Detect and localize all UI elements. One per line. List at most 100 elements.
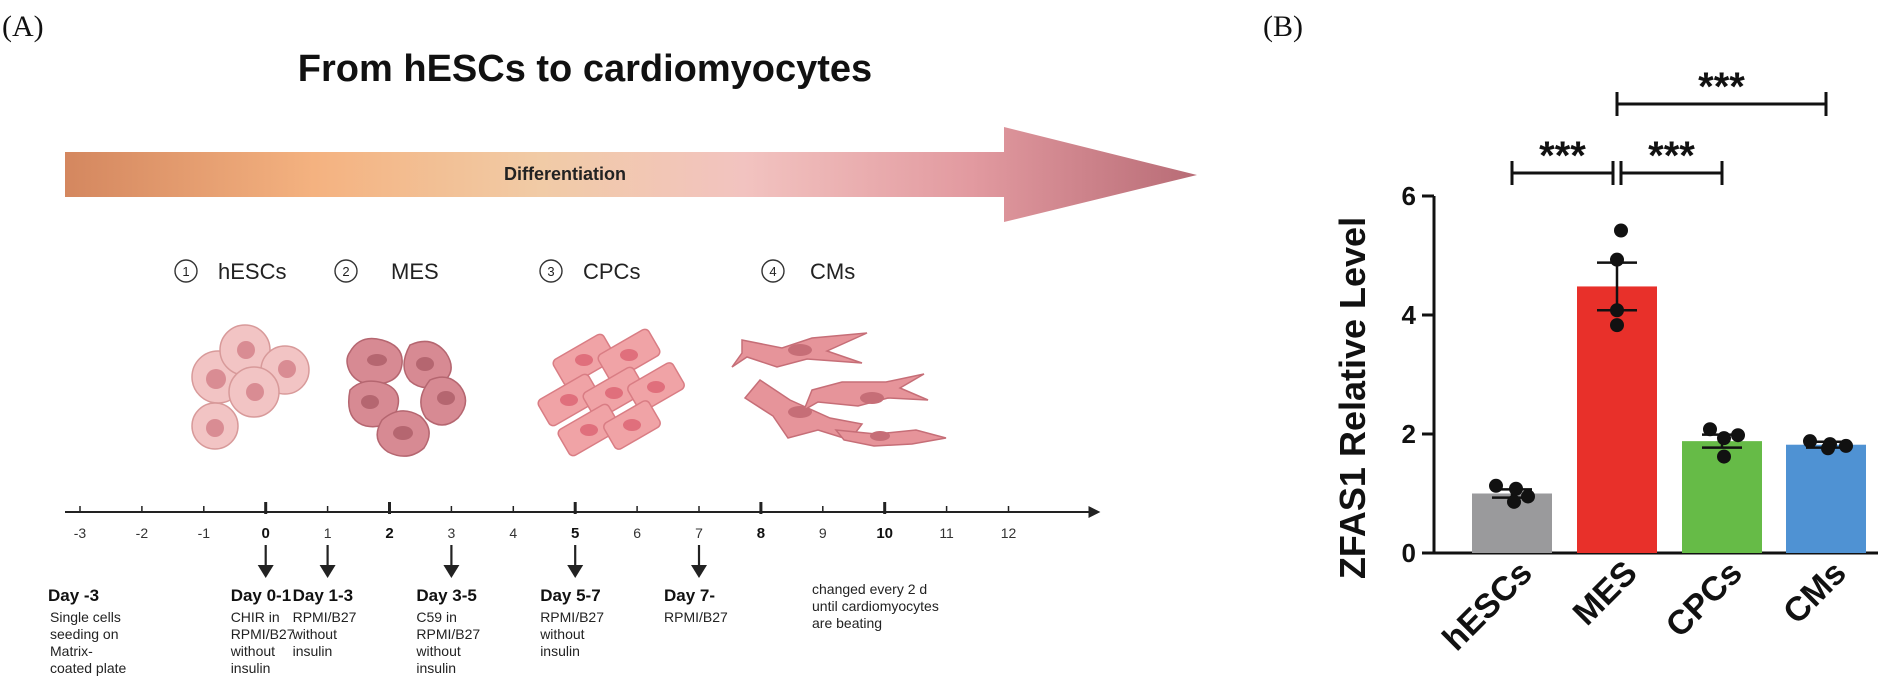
x-category-label: hESCs: [1435, 554, 1539, 658]
timeline-tick-label: -2: [136, 525, 149, 541]
stage-3: 3 CPCs: [539, 259, 640, 284]
protocol-detail: without: [230, 643, 275, 659]
data-point: [1703, 422, 1717, 437]
panel-a-title: From hESCs to cardiomyocytes: [298, 48, 872, 90]
timeline-tick-label: 7: [695, 525, 703, 541]
stage-4-circle: [761, 259, 785, 283]
differentiation-arrow: Differentiation: [65, 127, 1197, 222]
data-point: [1610, 252, 1624, 267]
stage-labels: 1 hESCs 2 MES 3 CPCs 4 CMs: [174, 259, 855, 284]
data-point: [1839, 438, 1853, 453]
protocol-day: Day 0-1: [231, 586, 291, 605]
protocol-detail: without: [539, 626, 584, 642]
protocol-detail: without: [292, 626, 337, 642]
timeline-tick-label: 5: [571, 525, 579, 542]
timeline-tick-label: 9: [819, 525, 827, 541]
significance-bracket: ***: [1619, 134, 1724, 185]
protocol-day: Day 3-5: [416, 586, 476, 605]
protocol-detail: insulin: [293, 643, 333, 659]
significance-label: ***: [1698, 65, 1745, 109]
protocol-arrow-head: [691, 565, 707, 578]
timeline-tick-label: 1: [324, 525, 332, 541]
timeline-tick-label: 10: [876, 525, 893, 542]
protocol-arrow-head: [567, 565, 584, 578]
stage-1-num: 1: [182, 264, 189, 279]
x-category-label: CMs: [1776, 554, 1854, 632]
data-point: [1821, 441, 1835, 456]
data-point: [1489, 478, 1503, 493]
y-tick-label: 2: [1402, 419, 1416, 449]
panel-a: (A) From hESCs to cardiomyocytes Differe…: [2, 10, 1197, 676]
stage-3-name: CPCs: [583, 259, 640, 284]
cm-cells-illustration: [731, 332, 947, 447]
protocol-detail: coated plate: [50, 660, 126, 676]
protocol-detail: CHIR in: [231, 609, 280, 625]
stage-2: 2 MES: [334, 259, 439, 284]
y-tick-label: 6: [1402, 181, 1416, 211]
data-point: [1614, 223, 1628, 238]
timeline-tick-label: 0: [262, 525, 270, 542]
protocol-day: Day 1-3: [293, 586, 353, 605]
stage-1-name: hESCs: [218, 259, 286, 284]
timeline-tick-label: 3: [448, 525, 456, 541]
data-point: [1717, 431, 1731, 446]
stage-4: 4 CMs: [761, 259, 855, 284]
differentiation-label: Differentiation: [504, 164, 626, 184]
protocol-day: Day -3: [48, 586, 99, 605]
data-point: [1521, 489, 1535, 504]
data-point: [1610, 318, 1624, 333]
stage-3-circle: [539, 259, 563, 283]
protocol-detail: C59 in: [416, 609, 456, 625]
timeline-tick-label: -3: [74, 525, 87, 541]
protocol-detail: RPMI/B27: [416, 626, 480, 642]
panel-b-label: (B): [1263, 10, 1303, 43]
differentiation-arrow-shape: [65, 127, 1197, 222]
data-point: [1507, 494, 1521, 509]
protocol-arrow-head: [319, 565, 336, 578]
protocol-detail: until cardiomyocytes: [812, 598, 939, 614]
stage-1-circle: [174, 259, 198, 283]
data-point: [1731, 428, 1745, 443]
timeline-tick-label: 6: [633, 525, 641, 541]
stage-4-name: CMs: [810, 259, 855, 284]
protocol-detail: RPMI/B27: [231, 626, 295, 642]
panel-a-label: (A): [2, 10, 44, 43]
protocol-detail: changed every 2 d: [812, 581, 927, 597]
protocol-detail: insulin: [231, 660, 271, 676]
timeline-tick-label: 2: [385, 525, 393, 542]
mes-cells-illustration: [346, 337, 467, 457]
protocol-detail: are beating: [812, 615, 882, 631]
data-point: [1509, 481, 1523, 496]
protocol-detail: without: [415, 643, 460, 659]
stage-3-num: 3: [547, 264, 554, 279]
protocol-detail: Single cells: [50, 609, 121, 625]
protocol-day: Day 5-7: [540, 586, 600, 605]
x-category-label: CPCs: [1659, 554, 1750, 645]
y-tick-label: 0: [1402, 538, 1416, 568]
y-tick-label: 4: [1402, 300, 1417, 330]
timeline-tick-label: 11: [939, 525, 954, 541]
bar-cms: [1786, 444, 1866, 553]
data-point: [1610, 303, 1624, 318]
data-point: [1717, 449, 1731, 464]
cpc-cells-illustration: [537, 328, 685, 457]
protocol-detail: Matrix-: [50, 643, 93, 659]
significance-label: ***: [1648, 134, 1695, 178]
significance-bracket: ***: [1510, 134, 1615, 185]
stage-2-num: 2: [342, 264, 349, 279]
significance-label: ***: [1539, 134, 1586, 178]
protocol-step: Day 7- RPMI/B27: [664, 545, 728, 625]
protocol-day: Day 7-: [664, 586, 715, 605]
protocol-detail: insulin: [416, 660, 456, 676]
x-category-label: MES: [1566, 554, 1645, 633]
protocol-detail: RPMI/B27: [664, 609, 728, 625]
